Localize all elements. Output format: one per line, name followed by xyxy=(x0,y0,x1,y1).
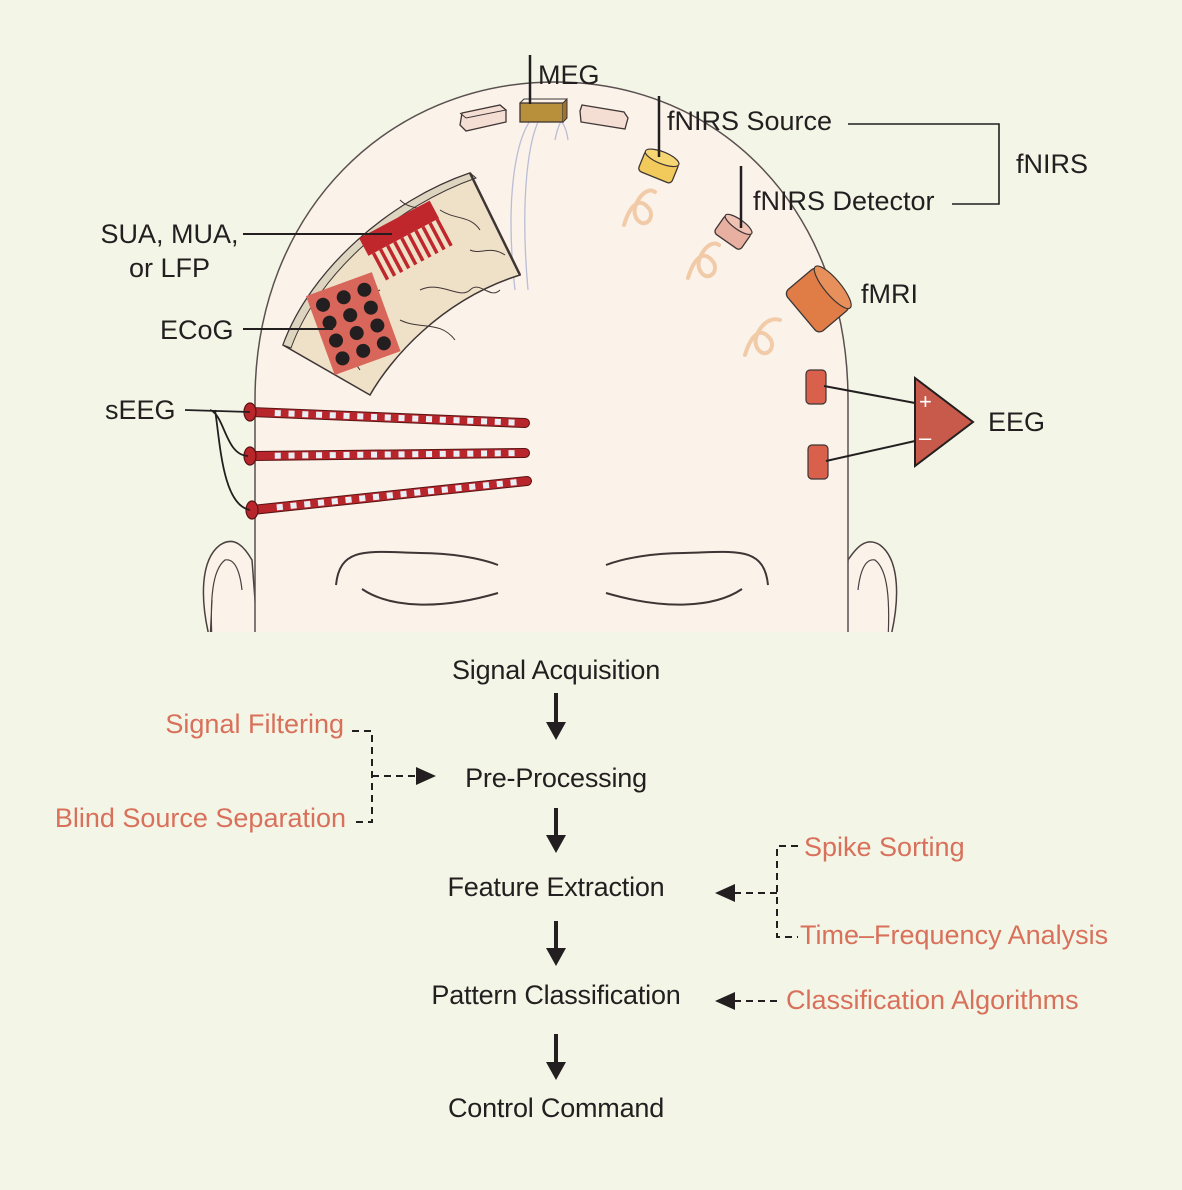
eeg-electrodes xyxy=(805,369,916,480)
step-control-command: Control Command xyxy=(447,1093,665,1123)
label-sua-mua-line2: or LFP xyxy=(128,253,211,283)
ecog-contact xyxy=(356,343,371,358)
ecog-contact xyxy=(322,315,337,330)
nir-light-paths xyxy=(622,188,782,357)
ecog-contact xyxy=(335,351,350,366)
amp-plus-sign: + xyxy=(919,389,932,414)
array-pin xyxy=(414,229,432,258)
step-pattern-classification: Pattern Classification xyxy=(431,980,681,1010)
microelectrode-array xyxy=(359,200,453,281)
fmri-coil xyxy=(785,265,852,333)
label-fnirs-source: fNIRS Source xyxy=(667,106,833,136)
down-arrow-icon xyxy=(546,808,566,853)
classification-arrowhead xyxy=(715,992,735,1010)
seeg-shaft xyxy=(245,476,532,520)
array-pin xyxy=(435,218,453,247)
meg-sensor xyxy=(519,102,564,123)
down-arrow-icon xyxy=(546,1034,566,1080)
left-ear xyxy=(202,540,259,632)
array-pin xyxy=(379,248,397,277)
feature-arrowhead xyxy=(715,884,735,902)
ecog-contact xyxy=(349,325,364,340)
right-ear-inner xyxy=(857,559,890,632)
ecog-contact xyxy=(336,290,351,305)
label-fnirs: fNIRS xyxy=(1016,149,1089,179)
seeg-shaft xyxy=(243,402,530,428)
step-pre-processing: Pre-Processing xyxy=(465,763,647,793)
left-eyebrow xyxy=(335,550,499,586)
feature-connector xyxy=(735,845,798,938)
array-pin xyxy=(400,237,418,266)
eeg-amplifier-icon xyxy=(914,375,975,469)
amp-minus-sign: – xyxy=(919,425,932,450)
array-pin xyxy=(428,222,446,251)
left-ear-inner xyxy=(209,559,243,632)
ecog-contact xyxy=(370,318,385,333)
label-eeg: EEG xyxy=(988,407,1046,437)
method-time-frequency-analysis: Time–Frequency Analysis xyxy=(800,920,1109,950)
down-arrow-icon xyxy=(546,921,566,966)
meg-sensors xyxy=(459,55,629,132)
head-illustration xyxy=(184,81,898,632)
right-eyebrow xyxy=(605,550,769,586)
left-eyelid xyxy=(361,588,499,606)
preprocessing-connector xyxy=(352,730,418,823)
step-signal-acquisition: Signal Acquisition xyxy=(451,655,661,685)
method-blind-source-separation: Blind Source Separation xyxy=(54,803,346,833)
preprocessing-arrowhead xyxy=(416,767,436,785)
label-fnirs-detector: fNIRS Detector xyxy=(753,186,935,216)
right-ear xyxy=(841,541,898,632)
label-ecog: ECoG xyxy=(160,315,234,345)
label-meg: MEG xyxy=(538,60,600,90)
label-sua-mua-line1: SUA, MUA, xyxy=(100,219,239,249)
right-eyelid xyxy=(605,588,743,606)
down-arrow-icon xyxy=(546,693,566,740)
method-spike-sorting: Spike Sorting xyxy=(804,832,965,862)
array-pin xyxy=(421,226,439,255)
pipeline-arrows xyxy=(546,693,566,1080)
array-pin xyxy=(371,252,390,281)
array-pin xyxy=(386,244,404,273)
array-pin xyxy=(393,241,411,270)
ecog-grid xyxy=(306,272,401,376)
seeg-electrodes xyxy=(243,402,532,520)
ecog-contact xyxy=(357,282,372,297)
label-fmri: fMRI xyxy=(861,279,918,309)
label-seeg: sEEG xyxy=(105,395,176,425)
fnirs-bracket xyxy=(848,123,1000,205)
ecog-contact xyxy=(329,333,344,348)
array-pin xyxy=(407,233,425,262)
seeg-shaft xyxy=(243,446,530,466)
method-signal-filtering: Signal Filtering xyxy=(165,709,344,739)
fnirs-source-optode xyxy=(638,148,680,184)
ecog-contact xyxy=(343,308,358,323)
method-classification-algorithms: Classification Algorithms xyxy=(786,985,1079,1015)
ecog-contact xyxy=(376,336,391,351)
seeg-wires xyxy=(184,409,251,511)
ecog-contact xyxy=(363,300,378,315)
ecog-contact xyxy=(316,297,331,312)
step-feature-extraction: Feature Extraction xyxy=(447,872,665,902)
